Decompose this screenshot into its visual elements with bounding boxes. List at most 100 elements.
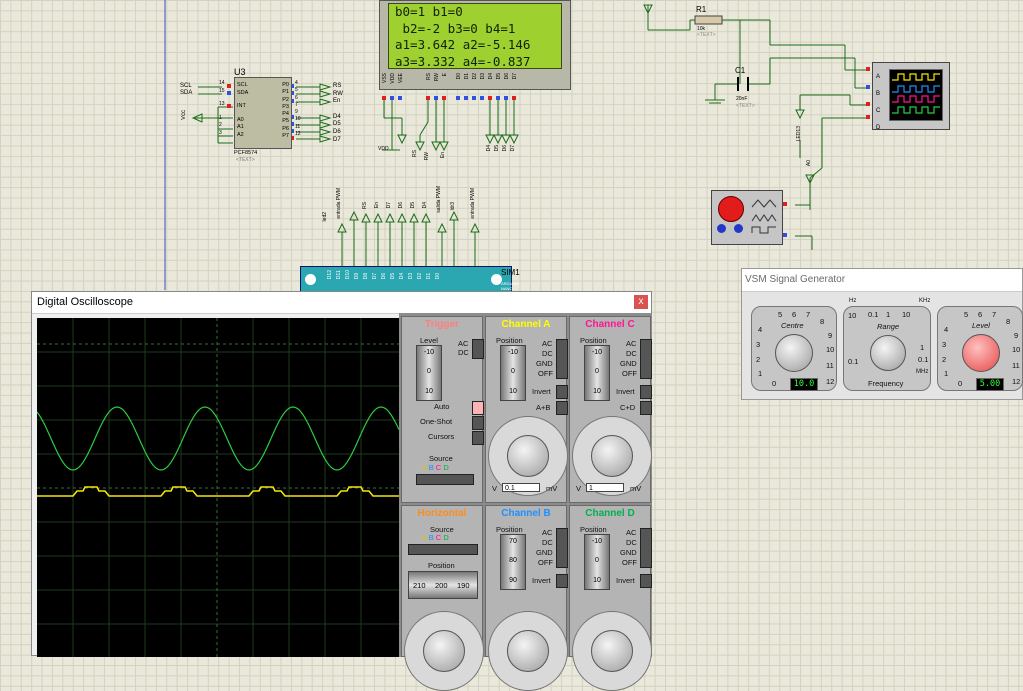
arduino-pin: D10 bbox=[345, 270, 351, 280]
u3-pin-number: 10 bbox=[295, 116, 301, 123]
lcd-pin-label: E bbox=[442, 73, 448, 77]
u3-output-nets: RS RW En D4 D5 D6 D7 bbox=[333, 83, 343, 144]
channel-d-volts-knob[interactable] bbox=[591, 630, 633, 672]
channel-b-dc-label: DC bbox=[542, 538, 553, 547]
range-value: 10 bbox=[848, 311, 857, 320]
u3-pin: SCL bbox=[237, 82, 248, 88]
arduino-pin: D1 bbox=[426, 272, 432, 280]
u3-pin: P3 bbox=[282, 103, 289, 110]
u3-right-pin-numbers: 4 5 6 7 9 10 11 12 bbox=[295, 80, 301, 138]
channel-a-value[interactable]: 0.1 bbox=[502, 483, 540, 492]
trigger-oneshot-button[interactable] bbox=[472, 416, 484, 430]
lcd-pin-label: RS bbox=[426, 73, 432, 80]
trigger-level-spinner[interactable]: -10 0 10 bbox=[416, 345, 442, 401]
dial-number: 11 bbox=[826, 361, 834, 370]
range-knob[interactable] bbox=[870, 335, 906, 371]
centre-knob[interactable] bbox=[775, 334, 813, 372]
spinner-tick: 10 bbox=[593, 388, 601, 395]
trigger-dc-label: DC bbox=[458, 348, 469, 357]
channel-c-invert-button[interactable] bbox=[640, 385, 652, 399]
close-button[interactable]: x bbox=[634, 295, 648, 309]
u3-pin-number: 12 bbox=[295, 131, 301, 138]
lcd-line-1: b0=1 b1=0 bbox=[395, 4, 463, 19]
net-label: D7 bbox=[333, 136, 341, 143]
trigger-auto-button[interactable] bbox=[472, 401, 484, 415]
horizontal-time-knob[interactable] bbox=[423, 630, 465, 672]
signal-generator-symbol[interactable] bbox=[711, 190, 783, 245]
channel-a-position-spinner[interactable]: -10 0 10 bbox=[500, 345, 526, 401]
signal-generator-window[interactable]: VSM Signal Generator Centre 5 6 7 8 4 9 … bbox=[741, 268, 1023, 400]
channel-d-position-spinner[interactable]: -10 0 10 bbox=[584, 534, 610, 590]
signal-generator-titlebar[interactable]: VSM Signal Generator bbox=[742, 269, 1022, 292]
channel-a-position-label: Position bbox=[496, 336, 523, 345]
channel-c-volts-knob[interactable] bbox=[591, 435, 633, 477]
spinner-tick: 0 bbox=[595, 557, 599, 564]
scope-symbol[interactable]: A B C D bbox=[872, 62, 950, 131]
lcd-net-vdd: VDD bbox=[378, 146, 389, 152]
trigger-cursors-button[interactable] bbox=[472, 431, 484, 445]
trigger-source-letters: A B C D bbox=[422, 463, 449, 472]
dial-number: 12 bbox=[1012, 377, 1021, 386]
net-label: entrada PWM bbox=[470, 188, 476, 219]
dial-number: 11 bbox=[1012, 361, 1020, 370]
u3-pin-number: 6 bbox=[295, 94, 298, 101]
scope-symbol-screen bbox=[889, 69, 943, 121]
lcd-pin-label: D6 bbox=[504, 73, 510, 80]
channel-c-gnd-label: GND bbox=[620, 359, 637, 368]
channel-b-position-spinner[interactable]: 70 80 90 bbox=[500, 534, 526, 590]
horizontal-position-counter[interactable]: 210 200 190 bbox=[408, 571, 478, 599]
trigger-coupling-switch[interactable] bbox=[472, 339, 484, 359]
dial-number: 1 bbox=[944, 369, 949, 378]
spinner-tick: -10 bbox=[591, 538, 603, 545]
u3-label: U3 bbox=[234, 67, 246, 77]
channel-a-combo-button[interactable] bbox=[556, 401, 568, 415]
channel-c-value[interactable]: 1 bbox=[586, 483, 624, 492]
u3-pin-number: 9 bbox=[295, 109, 298, 116]
channel-a-invert-button[interactable] bbox=[556, 385, 568, 399]
channel-c-invert-label: Invert bbox=[616, 387, 635, 396]
trigger-cursors-label: Cursors bbox=[428, 432, 455, 441]
channel-b-invert-button[interactable] bbox=[556, 574, 568, 588]
range-value: 0.1 bbox=[868, 310, 879, 319]
range-label: Range bbox=[877, 322, 900, 331]
scope-display[interactable] bbox=[37, 318, 399, 657]
u3-chip[interactable]: SCL SDA INT A0 A1 A2 P0 P1 P2 P3 P4 P5 P… bbox=[234, 77, 292, 149]
channel-c-coupling-switch[interactable] bbox=[640, 339, 652, 379]
channel-c-combo-button[interactable] bbox=[640, 401, 652, 415]
source-letter: A bbox=[422, 463, 427, 472]
channel-a-volts-knob[interactable] bbox=[507, 435, 549, 477]
trigger-auto-label: Auto bbox=[434, 402, 450, 411]
net-sda: SDA bbox=[180, 90, 193, 96]
channel-b-title: Channel B bbox=[501, 508, 551, 519]
channel-d-coupling-switch[interactable] bbox=[640, 528, 652, 568]
channel-b-coupling-switch[interactable] bbox=[556, 528, 568, 568]
net-vcc: Vcc bbox=[181, 110, 187, 121]
counter-tick: 200 bbox=[435, 581, 448, 590]
channel-d-invert-button[interactable] bbox=[640, 574, 652, 588]
level-knob[interactable] bbox=[962, 334, 1000, 372]
channel-b-volts-knob[interactable] bbox=[507, 630, 549, 672]
lcd-pin-label: D1 bbox=[464, 73, 470, 80]
lcd-pin-label: D2 bbox=[472, 73, 478, 80]
horizontal-source-slider[interactable] bbox=[408, 544, 478, 555]
centre-panel: Centre 5 6 7 8 4 9 3 10 2 11 1 0 12 10.0 bbox=[751, 306, 837, 391]
u3-pin-number: 11 bbox=[295, 123, 301, 130]
lcd-net-en: En bbox=[440, 152, 446, 159]
u3-pin-number: 13 bbox=[219, 101, 225, 107]
channel-d-title: Channel D bbox=[585, 508, 635, 519]
dial-number: 5 bbox=[964, 310, 969, 319]
scope-traces bbox=[37, 318, 399, 657]
trigger-source-slider[interactable] bbox=[416, 474, 474, 485]
c1-value: 20nF bbox=[736, 96, 748, 102]
oscilloscope-window[interactable]: Digital Oscilloscope x Trigger Level bbox=[31, 291, 652, 691]
net-label: En bbox=[374, 202, 380, 209]
channel-a-coupling-switch[interactable] bbox=[556, 339, 568, 379]
channel-c-position-spinner[interactable]: -10 0 10 bbox=[584, 345, 610, 401]
horizontal-section: Horizontal Source A B C D Position 210 2… bbox=[401, 505, 484, 691]
level-panel: Level 5 6 7 8 4 9 3 10 2 11 1 0 12 5.00 bbox=[937, 306, 1023, 391]
oscilloscope-titlebar[interactable]: Digital Oscilloscope x bbox=[32, 292, 651, 314]
channel-c-unit-v: V bbox=[576, 484, 582, 493]
dial-number: 7 bbox=[992, 310, 997, 319]
